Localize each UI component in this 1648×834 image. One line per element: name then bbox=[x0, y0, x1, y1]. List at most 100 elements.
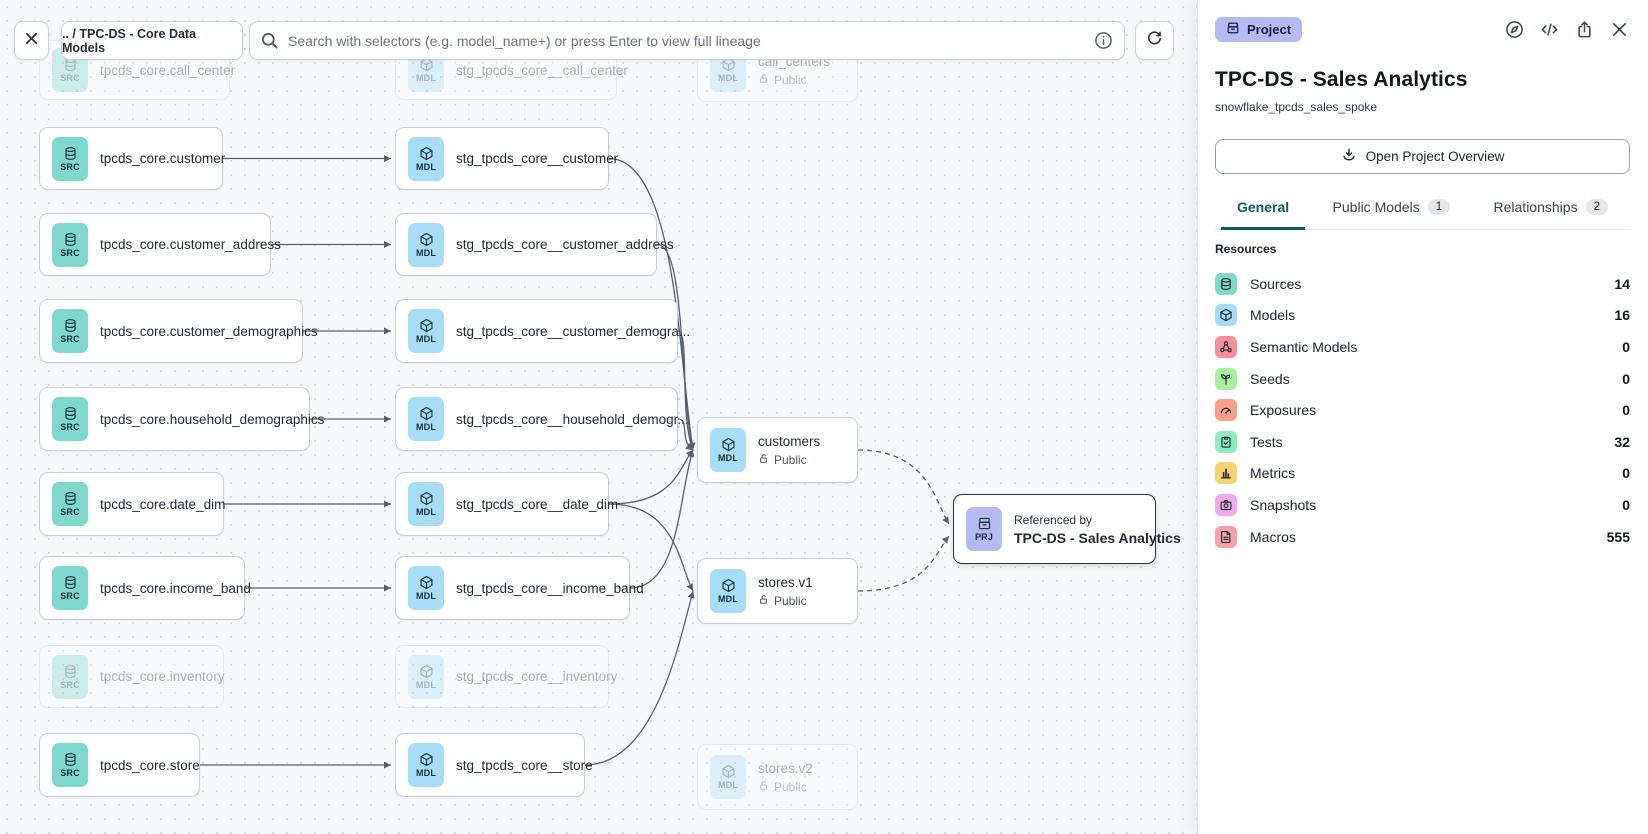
database-icon: SRC bbox=[52, 222, 88, 267]
node-access-label: Public bbox=[774, 452, 807, 467]
cube-icon: MDL bbox=[408, 397, 444, 441]
project-icon: PRJ bbox=[966, 507, 1002, 551]
edge-pub_stores_v1-to-prj bbox=[857, 535, 950, 592]
node-label: stg_tpcds_core__income_band bbox=[456, 580, 644, 596]
lineage-node-mdl_inventory[interactable]: MDL stg_tpcds_core__inventory bbox=[395, 645, 618, 708]
document-icon bbox=[1215, 525, 1237, 548]
resource-count: 0 bbox=[1622, 496, 1630, 513]
tab-count-badge: 1 bbox=[1427, 199, 1451, 215]
database-icon: SRC bbox=[52, 309, 88, 353]
search-bar bbox=[249, 21, 1125, 60]
resource-label: Models bbox=[1250, 307, 1296, 324]
node-label: TPC-DS - Sales Analytics bbox=[1014, 529, 1181, 546]
open-project-overview-button[interactable]: Open Project Overview bbox=[1215, 139, 1630, 174]
cube-icon: MDL bbox=[710, 755, 746, 799]
cube-icon: MDL bbox=[408, 566, 444, 610]
node-label: tpcds_core.household_demographics bbox=[100, 411, 325, 427]
project-icon bbox=[1226, 21, 1240, 38]
resource-row-snapshots: Snapshots 0 bbox=[1215, 489, 1630, 521]
open-overview-label: Open Project Overview bbox=[1365, 149, 1505, 164]
lineage-node-mdl_household_demographics[interactable]: MDL stg_tpcds_core__household_demogr... bbox=[395, 387, 689, 451]
tab-label: Relationships bbox=[1493, 199, 1578, 215]
compass-icon[interactable] bbox=[1504, 19, 1525, 40]
project-details-panel: Project TPC-DS - Sales Analytics snowfla… bbox=[1197, 0, 1648, 834]
refresh-lineage-button[interactable] bbox=[1135, 21, 1174, 60]
lineage-node-mdl_date_dim[interactable]: MDL stg_tpcds_core__date_dim bbox=[395, 472, 619, 536]
breadcrumb[interactable]: .. / TPC-DS - Core Data Models bbox=[61, 21, 243, 60]
node-label: stores.v1 bbox=[758, 574, 813, 590]
node-label: stg_tpcds_core__inventory bbox=[456, 669, 618, 684]
tab-public-models[interactable]: Public Models 1 bbox=[1317, 199, 1467, 230]
resource-label: Snapshots bbox=[1250, 496, 1317, 513]
code-icon[interactable] bbox=[1539, 19, 1560, 40]
close-lineage-button[interactable] bbox=[14, 21, 49, 60]
node-label: stg_tpcds_core__customer bbox=[456, 151, 619, 166]
edge-mdl_customer_address-to-pub_customers bbox=[656, 243, 695, 451]
info-icon[interactable] bbox=[1094, 31, 1113, 50]
lineage-node-src_customer_demographics[interactable]: SRC tpcds_core.customer_demographics bbox=[39, 299, 318, 363]
lineage-node-src_customer_address[interactable]: SRC tpcds_core.customer_address bbox=[39, 213, 281, 276]
tab-count-badge: 2 bbox=[1585, 199, 1608, 215]
node-label: stg_tpcds_core__household_demogr... bbox=[456, 411, 689, 427]
cube-icon: MDL bbox=[408, 482, 444, 526]
node-access-label: Public bbox=[774, 72, 807, 87]
cube-icon: MDL bbox=[408, 654, 444, 699]
edge-mdl_income_band-to-pub_customers bbox=[629, 449, 695, 589]
resource-label: Macros bbox=[1250, 528, 1296, 545]
node-label: stg_tpcds_core__date_dim bbox=[456, 496, 619, 512]
cube-icon: MDL bbox=[710, 428, 746, 472]
lineage-node-mdl_income_band[interactable]: MDL stg_tpcds_core__income_band bbox=[395, 556, 644, 620]
gauge-icon bbox=[1215, 399, 1237, 422]
node-label: tpcds_core.customer_demographics bbox=[100, 323, 318, 339]
share-icon[interactable] bbox=[1574, 19, 1595, 40]
edge-mdl_customer_demographics-to-pub_customers bbox=[677, 330, 694, 451]
resource-label: Seeds bbox=[1250, 370, 1290, 387]
tab-relationships[interactable]: Relationships 2 bbox=[1478, 199, 1624, 230]
lineage-edges bbox=[200, 155, 950, 769]
node-label: tpcds_core.call_center bbox=[100, 62, 236, 78]
resource-count: 0 bbox=[1622, 465, 1630, 482]
resource-row-seeds: Seeds 0 bbox=[1215, 363, 1630, 395]
database-icon bbox=[1215, 272, 1237, 295]
search-icon bbox=[260, 31, 279, 50]
project-type-badge[interactable]: Project bbox=[1215, 17, 1303, 42]
database-icon: SRC bbox=[52, 136, 88, 181]
node-label: tpcds_core.customer_address bbox=[100, 237, 281, 252]
resource-count: 555 bbox=[1606, 528, 1630, 545]
tab-label: Public Models bbox=[1332, 199, 1420, 215]
cube-icon: MDL bbox=[408, 222, 444, 267]
open-overview-icon bbox=[1341, 147, 1357, 166]
resource-label: Semantic Models bbox=[1250, 338, 1358, 355]
tab-label: General bbox=[1237, 199, 1290, 215]
resource-count: 0 bbox=[1622, 370, 1630, 387]
node-label: customers bbox=[758, 433, 821, 449]
cube-icon bbox=[1215, 304, 1237, 327]
tab-general[interactable]: General bbox=[1221, 199, 1306, 230]
camera-icon bbox=[1215, 493, 1237, 516]
database-icon: SRC bbox=[52, 743, 88, 787]
search-input[interactable] bbox=[249, 21, 1125, 60]
resource-label: Tests bbox=[1250, 433, 1283, 450]
close-icon[interactable] bbox=[1609, 19, 1630, 40]
lock-open-icon bbox=[758, 780, 769, 794]
node-referenced-by: Referenced by bbox=[1014, 512, 1093, 527]
seedling-icon bbox=[1215, 367, 1237, 390]
lineage-node-prj[interactable]: PRJ Referenced by TPC-DS - Sales Analytics bbox=[953, 494, 1181, 564]
